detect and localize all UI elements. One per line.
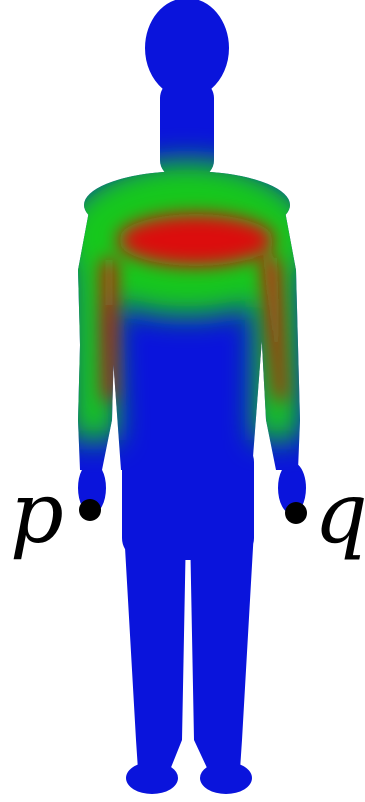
point-q-marker bbox=[285, 502, 307, 524]
point-p-marker bbox=[79, 499, 101, 521]
point-q-label: q bbox=[314, 464, 365, 562]
point-p-label: p bbox=[10, 464, 64, 562]
